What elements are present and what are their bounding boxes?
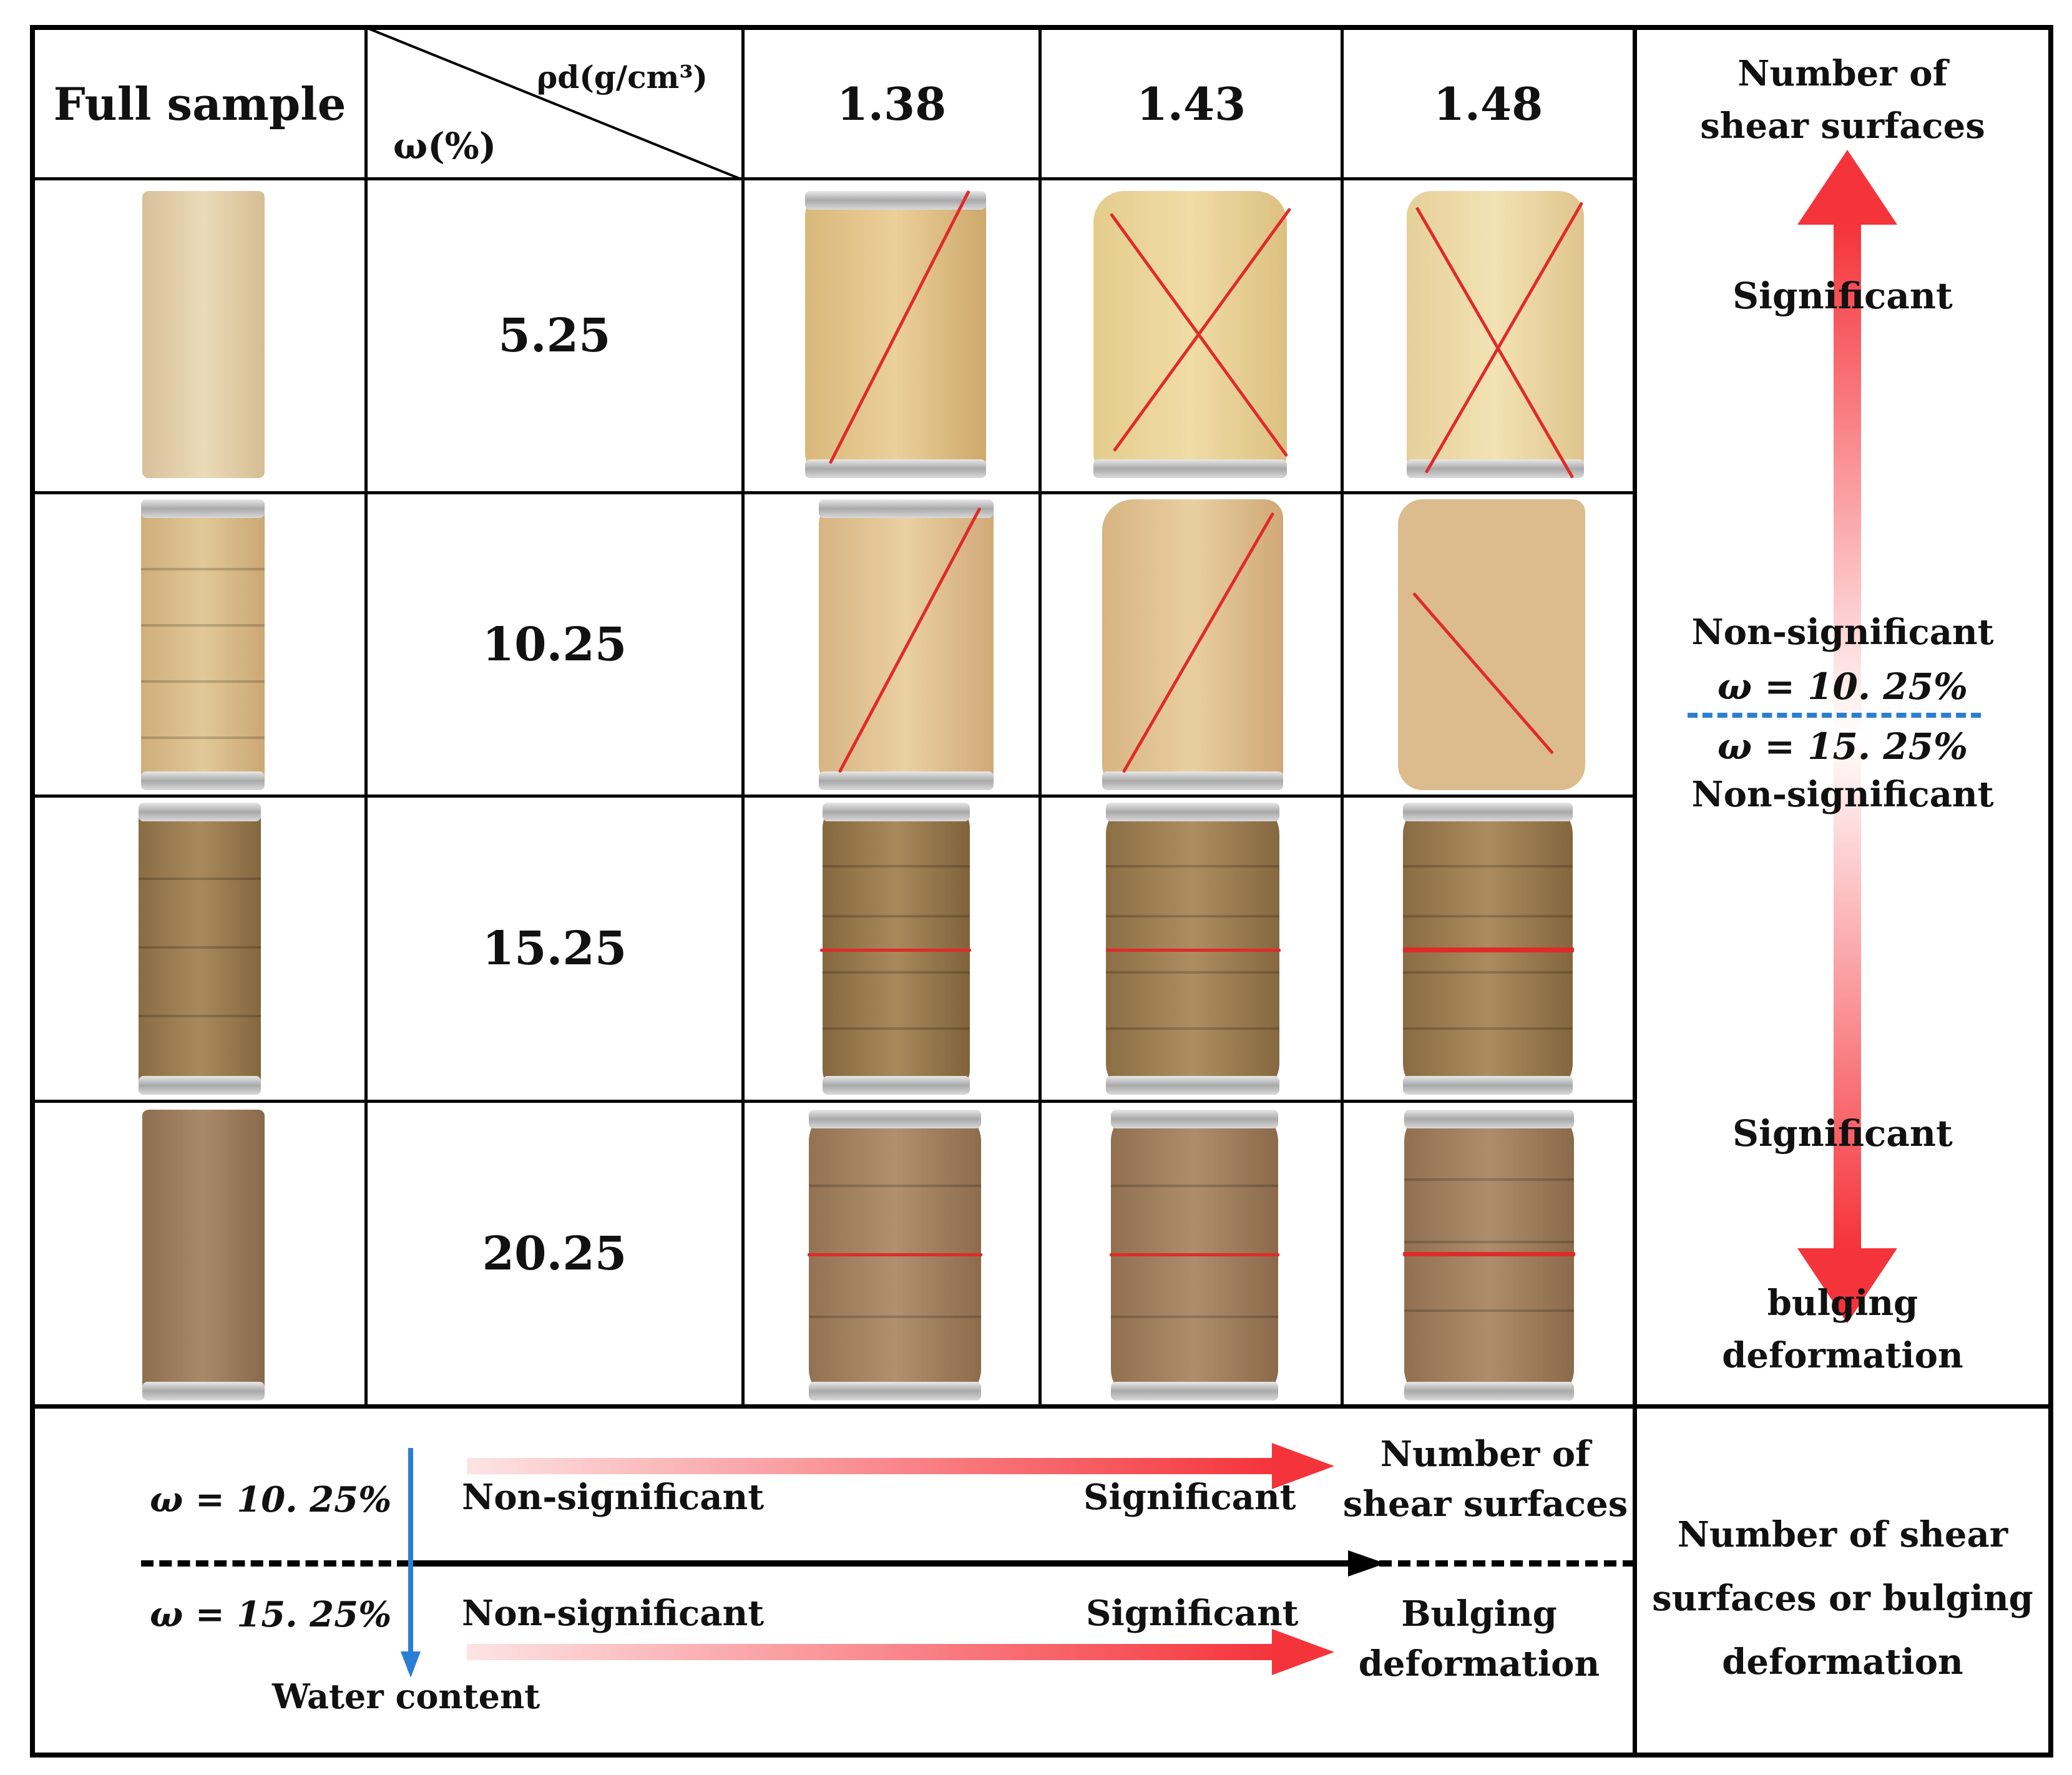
row-water-content-1: 5.25 [498, 309, 611, 363]
specimen-5-25-1-43 [1093, 191, 1287, 478]
upper-gradient-arrow [467, 1443, 1334, 1489]
right-non-significant-lower: Non-significant [1691, 774, 1994, 815]
bulging-line [1106, 949, 1281, 952]
specimen-10-25-1-48 [1398, 499, 1585, 790]
specimen-10-25-1-38 [819, 499, 994, 790]
right-significant-top: Significant [1732, 275, 1953, 317]
header-density-1: 1.38 [836, 77, 947, 130]
right-non-significant-upper: Non-significant [1691, 612, 1994, 653]
specimen-10-25-1-43 [1102, 499, 1283, 790]
right-bottom-title: bulging deformation [1722, 1283, 1963, 1376]
full-sample-15-25 [139, 803, 261, 1095]
bulging-line [1403, 1252, 1575, 1256]
lower-target-label: Bulging deformation [1358, 1593, 1600, 1685]
bottom-dashed-divider-left [141, 1560, 409, 1567]
header-diagonal [366, 27, 743, 180]
header-full-sample: Full sample [53, 77, 346, 130]
specimen-5-25-1-38 [805, 191, 986, 478]
lower-significant: Significant [1086, 1593, 1299, 1634]
full-sample-10-25 [141, 499, 265, 790]
row-water-content-3: 15.25 [482, 922, 627, 976]
upper-target-label: Number of shear surfaces [1342, 1434, 1628, 1525]
right-significant-bottom: Significant [1732, 1112, 1953, 1155]
lower-non-significant: Non-significant [462, 1593, 765, 1634]
water-content-axis-label: Water content [272, 1676, 540, 1716]
header-density-2: 1.43 [1136, 77, 1246, 130]
bottom-right-label: Number of shear surfaces or bulging defo… [1652, 1514, 2033, 1683]
row-water-content-4: 20.25 [482, 1226, 627, 1281]
bottom-dashed-divider-right [1379, 1560, 1635, 1567]
right-omega-upper: ω = 10. 25% [1717, 665, 1968, 708]
bulging-line [1110, 1253, 1279, 1256]
bulging-line [1403, 947, 1574, 952]
bottom-omega-lower: ω = 15. 25% [150, 1594, 392, 1635]
row-water-content-2: 10.25 [482, 617, 627, 672]
vertical-double-arrow [1797, 150, 1897, 1323]
lower-gradient-arrow [467, 1629, 1334, 1675]
right-top-title: Number of shear surfaces [1700, 53, 1985, 147]
water-content-axis-arrow [401, 1448, 421, 1678]
bulging-line [820, 949, 971, 952]
bottom-omega-upper: ω = 10. 25% [150, 1479, 392, 1520]
right-omega-lower: ω = 15. 25% [1717, 725, 1968, 768]
right-water-content-divider [1688, 713, 1981, 718]
upper-significant: Significant [1083, 1477, 1296, 1518]
header-density-label: ρd(g/cm³) [537, 59, 708, 95]
bottom-black-arrow [412, 1550, 1385, 1577]
full-sample-20-25 [142, 1110, 265, 1401]
bulging-line [808, 1253, 982, 1256]
upper-non-significant: Non-significant [462, 1477, 765, 1518]
header-water-content-label: ω(%) [393, 125, 497, 167]
full-sample-5-25 [142, 191, 265, 478]
header-density-3: 1.48 [1433, 77, 1543, 130]
